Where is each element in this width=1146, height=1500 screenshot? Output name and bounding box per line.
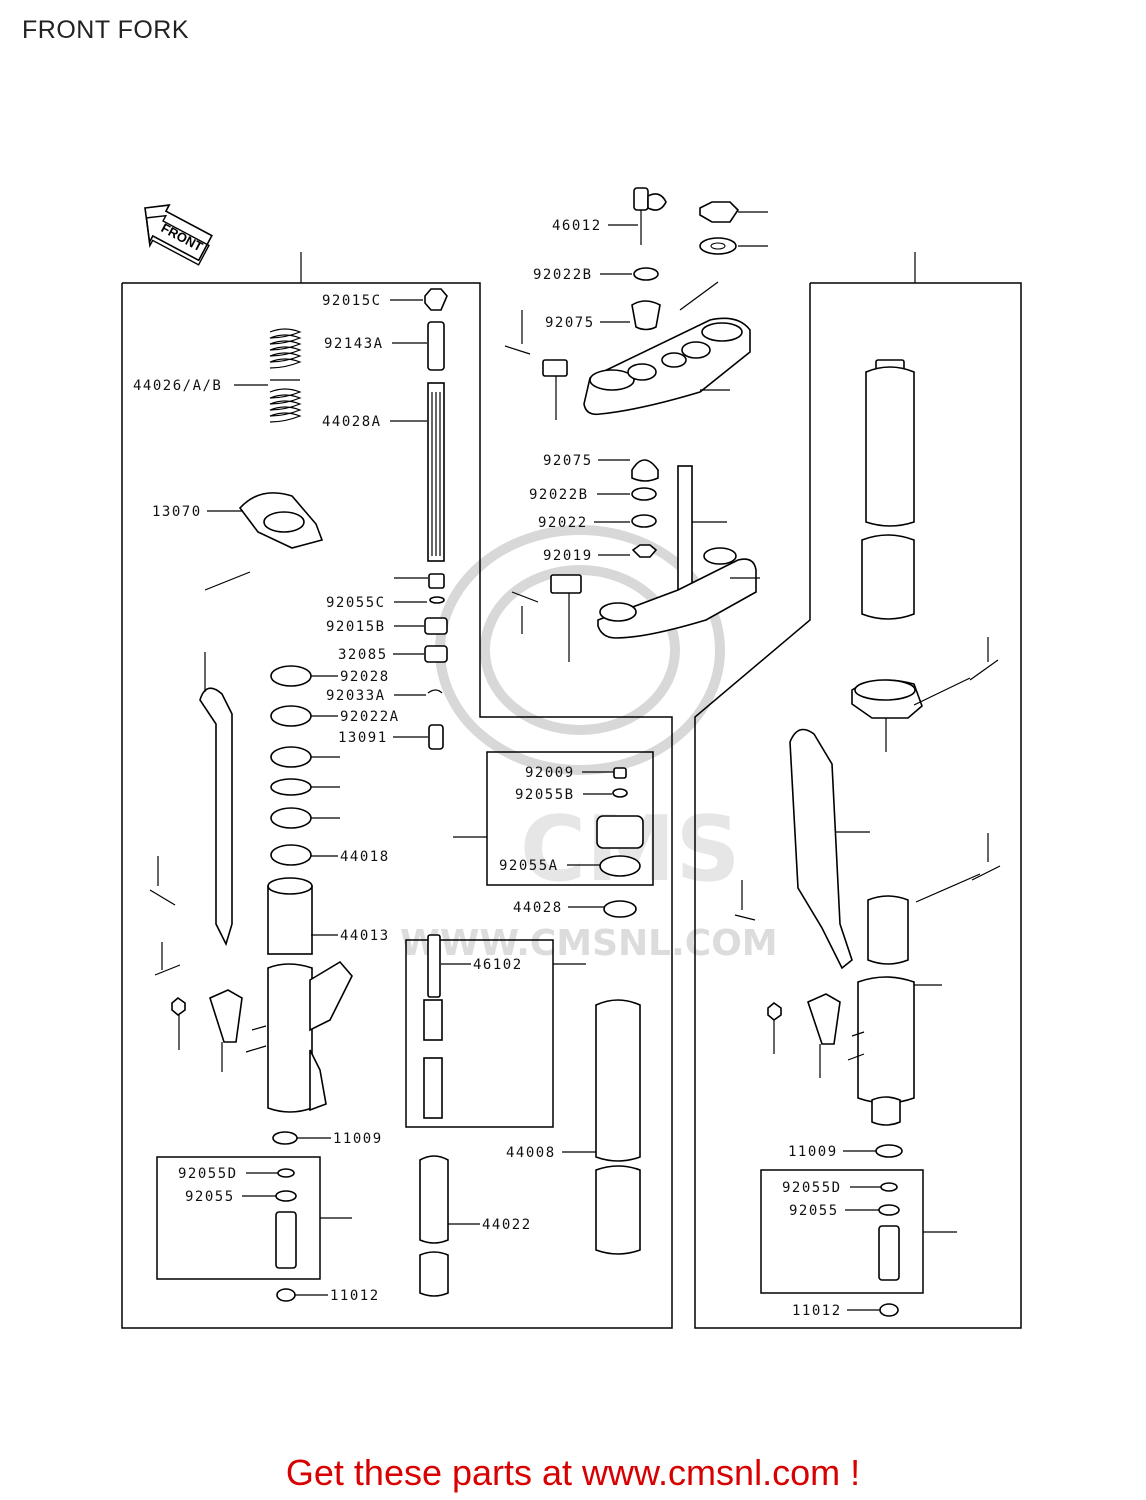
callout-92022[interactable]: 92022 [538, 515, 630, 531]
svg-text:11012: 11012 [330, 1288, 380, 1304]
callout-92022b-top[interactable]: 92022B [533, 267, 632, 283]
left-fork-internals [149, 288, 448, 1302]
center-damper-parts [419, 767, 644, 1297]
callout-44028[interactable]: 44028 [513, 900, 604, 916]
callout-92055c[interactable]: 92055C [326, 577, 428, 611]
svg-text:92055B: 92055B [515, 787, 575, 803]
svg-text:92055D: 92055D [782, 1180, 842, 1196]
svg-text:44013: 44013 [340, 928, 390, 944]
callout-92055a[interactable]: 92055A [499, 858, 600, 874]
callout-44008[interactable]: 44008 [506, 1145, 596, 1161]
callout-92055-left[interactable]: 92055 [185, 1189, 276, 1205]
svg-text:92009: 92009 [525, 765, 575, 781]
left-fork-assembly-box [121, 252, 673, 1329]
svg-text:92055D: 92055D [178, 1166, 238, 1182]
callout-13091[interactable]: 13091 [338, 730, 428, 746]
part-callouts: 46012 92022B 92075 92015C 92143A 44026/A… [133, 218, 881, 1319]
svg-text:46012: 46012 [552, 218, 602, 234]
callout-92143a[interactable]: 92143A [324, 336, 427, 352]
callout-92033a[interactable]: 92033A [326, 688, 426, 704]
callout-32085[interactable]: 32085 [338, 647, 424, 663]
svg-text:11012: 11012 [792, 1303, 842, 1319]
svg-text:92143A: 92143A [324, 336, 384, 352]
page-title: FRONT FORK [22, 16, 190, 44]
callout-44028a[interactable]: 44028A [322, 414, 427, 430]
callout-92009[interactable]: 92009 [525, 765, 614, 781]
svg-text:44028: 44028 [513, 900, 563, 916]
callout-13070[interactable]: 13070 [152, 504, 243, 520]
callout-11012-left[interactable]: 11012 [295, 1288, 380, 1304]
callout-92055d-right[interactable]: 92055D [782, 1180, 881, 1196]
svg-text:92022B: 92022B [533, 267, 593, 283]
svg-text:32085: 32085 [338, 647, 388, 663]
svg-text:44026/A/B: 44026/A/B [133, 378, 222, 394]
svg-text:92015C: 92015C [322, 293, 382, 309]
svg-text:92055A: 92055A [499, 858, 559, 874]
callout-92055b[interactable]: 92055B [515, 787, 612, 803]
steering-stem-head-parts [504, 187, 768, 662]
callout-92055d-left[interactable]: 92055D [178, 1166, 278, 1182]
svg-text:44022: 44022 [482, 1217, 532, 1233]
right-fork-assembly-box [694, 252, 1022, 1329]
svg-text:44028A: 44028A [322, 414, 382, 430]
callout-92028[interactable]: 92028 [311, 669, 390, 685]
svg-text:13091: 13091 [338, 730, 388, 746]
svg-text:92055: 92055 [185, 1189, 235, 1205]
callout-92075-mid[interactable]: 92075 [543, 453, 630, 469]
svg-text:92033A: 92033A [326, 688, 386, 704]
callout-92055-right[interactable]: 92055 [789, 1203, 879, 1219]
callout-46012[interactable]: 46012 [552, 218, 638, 234]
cap-bolt-subbox [486, 751, 654, 886]
svg-text:44008: 44008 [506, 1145, 556, 1161]
callout-92015b[interactable]: 92015B [326, 619, 424, 635]
callout-44018[interactable]: 44018 [311, 849, 390, 865]
right-fork-parts [734, 359, 1001, 1317]
svg-text:11009: 11009 [788, 1144, 838, 1160]
callout-46102[interactable]: 46102 [441, 957, 523, 973]
svg-text:92075: 92075 [545, 315, 595, 331]
callout-44013[interactable]: 44013 [311, 928, 390, 944]
callout-92022b-mid[interactable]: 92022B [529, 487, 630, 503]
callout-92022a[interactable]: 92022A [311, 709, 400, 725]
svg-text:92028: 92028 [340, 669, 390, 685]
svg-text:92019: 92019 [543, 548, 593, 564]
svg-text:92015B: 92015B [326, 619, 386, 635]
svg-text:CMS: CMS [520, 797, 740, 902]
front-arrow-icon: FRONT [144, 204, 213, 266]
svg-text:46102: 46102 [473, 957, 523, 973]
svg-text:13070: 13070 [152, 504, 202, 520]
svg-text:92022: 92022 [538, 515, 588, 531]
callout-11009-left[interactable]: 11009 [297, 1131, 383, 1147]
callout-11009-right[interactable]: 11009 [788, 1144, 876, 1160]
callout-92019[interactable]: 92019 [543, 548, 630, 564]
callout-44022[interactable]: 44022 [448, 1217, 532, 1233]
svg-text:92075: 92075 [543, 453, 593, 469]
callout-11012-right[interactable]: 11012 [792, 1303, 880, 1319]
footer-link-text[interactable]: Get these parts at www.cmsnl.com ! [285, 1452, 861, 1493]
svg-text:92055C: 92055C [326, 595, 386, 611]
svg-text:92055: 92055 [789, 1203, 839, 1219]
svg-text:44018: 44018 [340, 849, 390, 865]
watermark-text: WWW.CMSNL.COM [400, 923, 778, 964]
damper-rod-subbox [405, 939, 554, 1128]
callout-92075-top[interactable]: 92075 [545, 315, 630, 331]
callout-44026ab[interactable]: 44026/A/B [133, 378, 268, 394]
svg-text:11009: 11009 [333, 1131, 383, 1147]
svg-text:92022B: 92022B [529, 487, 589, 503]
callout-92015c[interactable]: 92015C [322, 293, 423, 309]
svg-text:92022A: 92022A [340, 709, 400, 725]
